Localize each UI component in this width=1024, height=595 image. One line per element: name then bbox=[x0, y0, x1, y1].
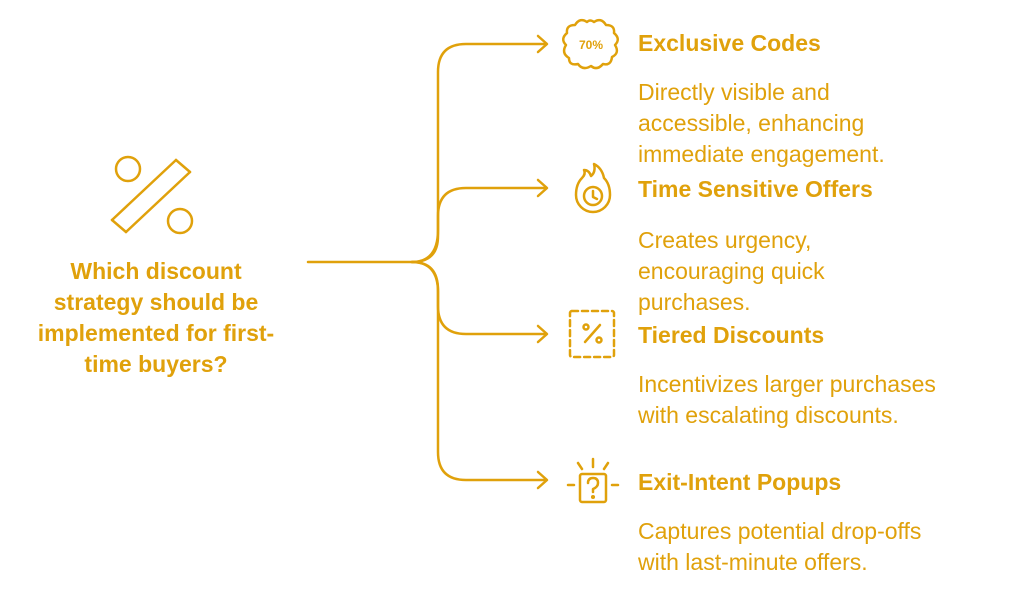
question-line: Which discount bbox=[70, 258, 242, 284]
description-line: immediate engagement. bbox=[638, 141, 885, 167]
percent-icon bbox=[110, 155, 194, 235]
arrowhead-exclusive bbox=[536, 34, 549, 54]
central-question: Which discount strategy should be implem… bbox=[10, 256, 302, 380]
description-line: encouraging quick bbox=[638, 258, 825, 284]
connector-branch-time bbox=[410, 186, 548, 264]
badge-70-percent-text: 70% bbox=[579, 38, 603, 52]
connector-branch-tiered bbox=[410, 260, 548, 336]
option-title-exclusive-codes: Exclusive Codes bbox=[638, 30, 821, 56]
question-line: strategy should be bbox=[53, 289, 259, 315]
option-description-tiered-discounts: Incentivizes larger purchases with escal… bbox=[638, 369, 1013, 431]
option-description-time-sensitive-offers: Creates urgency, encouraging quick purch… bbox=[638, 225, 1013, 318]
popup-question-icon bbox=[566, 457, 620, 504]
connector-branch-exit bbox=[410, 260, 548, 482]
option-description-exit-intent-popups: Captures potential drop-offs with last-m… bbox=[638, 516, 1013, 578]
description-line: Incentivizes larger purchases bbox=[638, 371, 936, 397]
description-line: Captures potential drop-offs bbox=[638, 518, 922, 544]
description-line: Creates urgency, bbox=[638, 227, 812, 253]
connector-lines bbox=[306, 34, 549, 490]
description-line: with last-minute offers. bbox=[638, 549, 868, 575]
question-line: time buyers? bbox=[84, 351, 228, 377]
arrowhead-exit bbox=[536, 470, 549, 490]
option-title-exit-intent-popups: Exit-Intent Popups bbox=[638, 469, 842, 495]
description-line: with escalating discounts. bbox=[638, 402, 899, 428]
option-title-time-sensitive-offers: Time Sensitive Offers bbox=[638, 176, 873, 202]
option-description-exclusive-codes: Directly visible and accessible, enhanci… bbox=[638, 77, 1013, 170]
arrowhead-tiered bbox=[536, 324, 549, 344]
dashed-percent-box-icon bbox=[568, 309, 616, 359]
description-line: purchases. bbox=[638, 289, 751, 315]
question-line: implemented for first- bbox=[37, 320, 275, 346]
arrowhead-time bbox=[536, 178, 549, 198]
connector-branch-exclusive bbox=[410, 42, 548, 264]
badge-70-percent-icon: 70% bbox=[562, 18, 619, 70]
description-line: Directly visible and bbox=[638, 79, 830, 105]
burning-clock-icon bbox=[574, 162, 612, 214]
option-title-tiered-discounts: Tiered Discounts bbox=[638, 322, 825, 348]
description-line: accessible, enhancing bbox=[638, 110, 865, 136]
